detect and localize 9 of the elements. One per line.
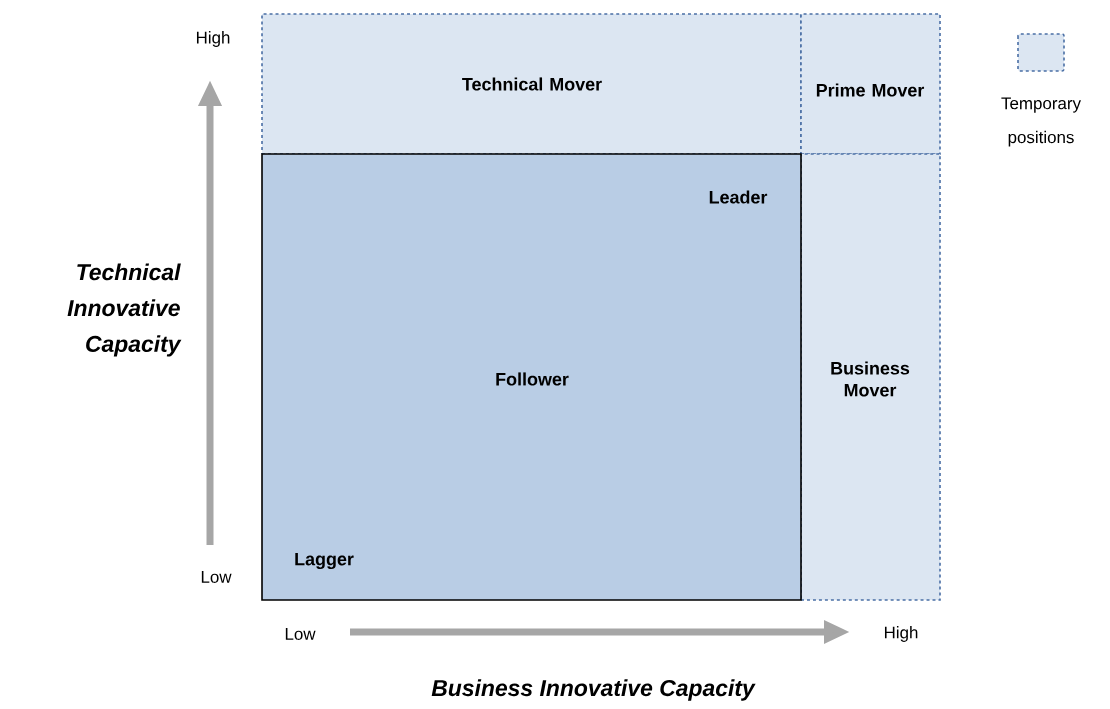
axis-title: Technical Innovative Capacity (67, 263, 182, 357)
scale-label: Low (285, 628, 316, 640)
scale-label: High (885, 626, 918, 642)
scale-label: Low (201, 571, 232, 583)
legend-label: Temporary positions (1001, 97, 1081, 147)
quadrant-box: Leader Follower Lagger (261, 153, 802, 601)
axis-title: Business Innovative Capacity (431, 679, 756, 701)
scale-label: High (197, 31, 230, 47)
quadrant-box: Prime Mover (800, 13, 941, 155)
